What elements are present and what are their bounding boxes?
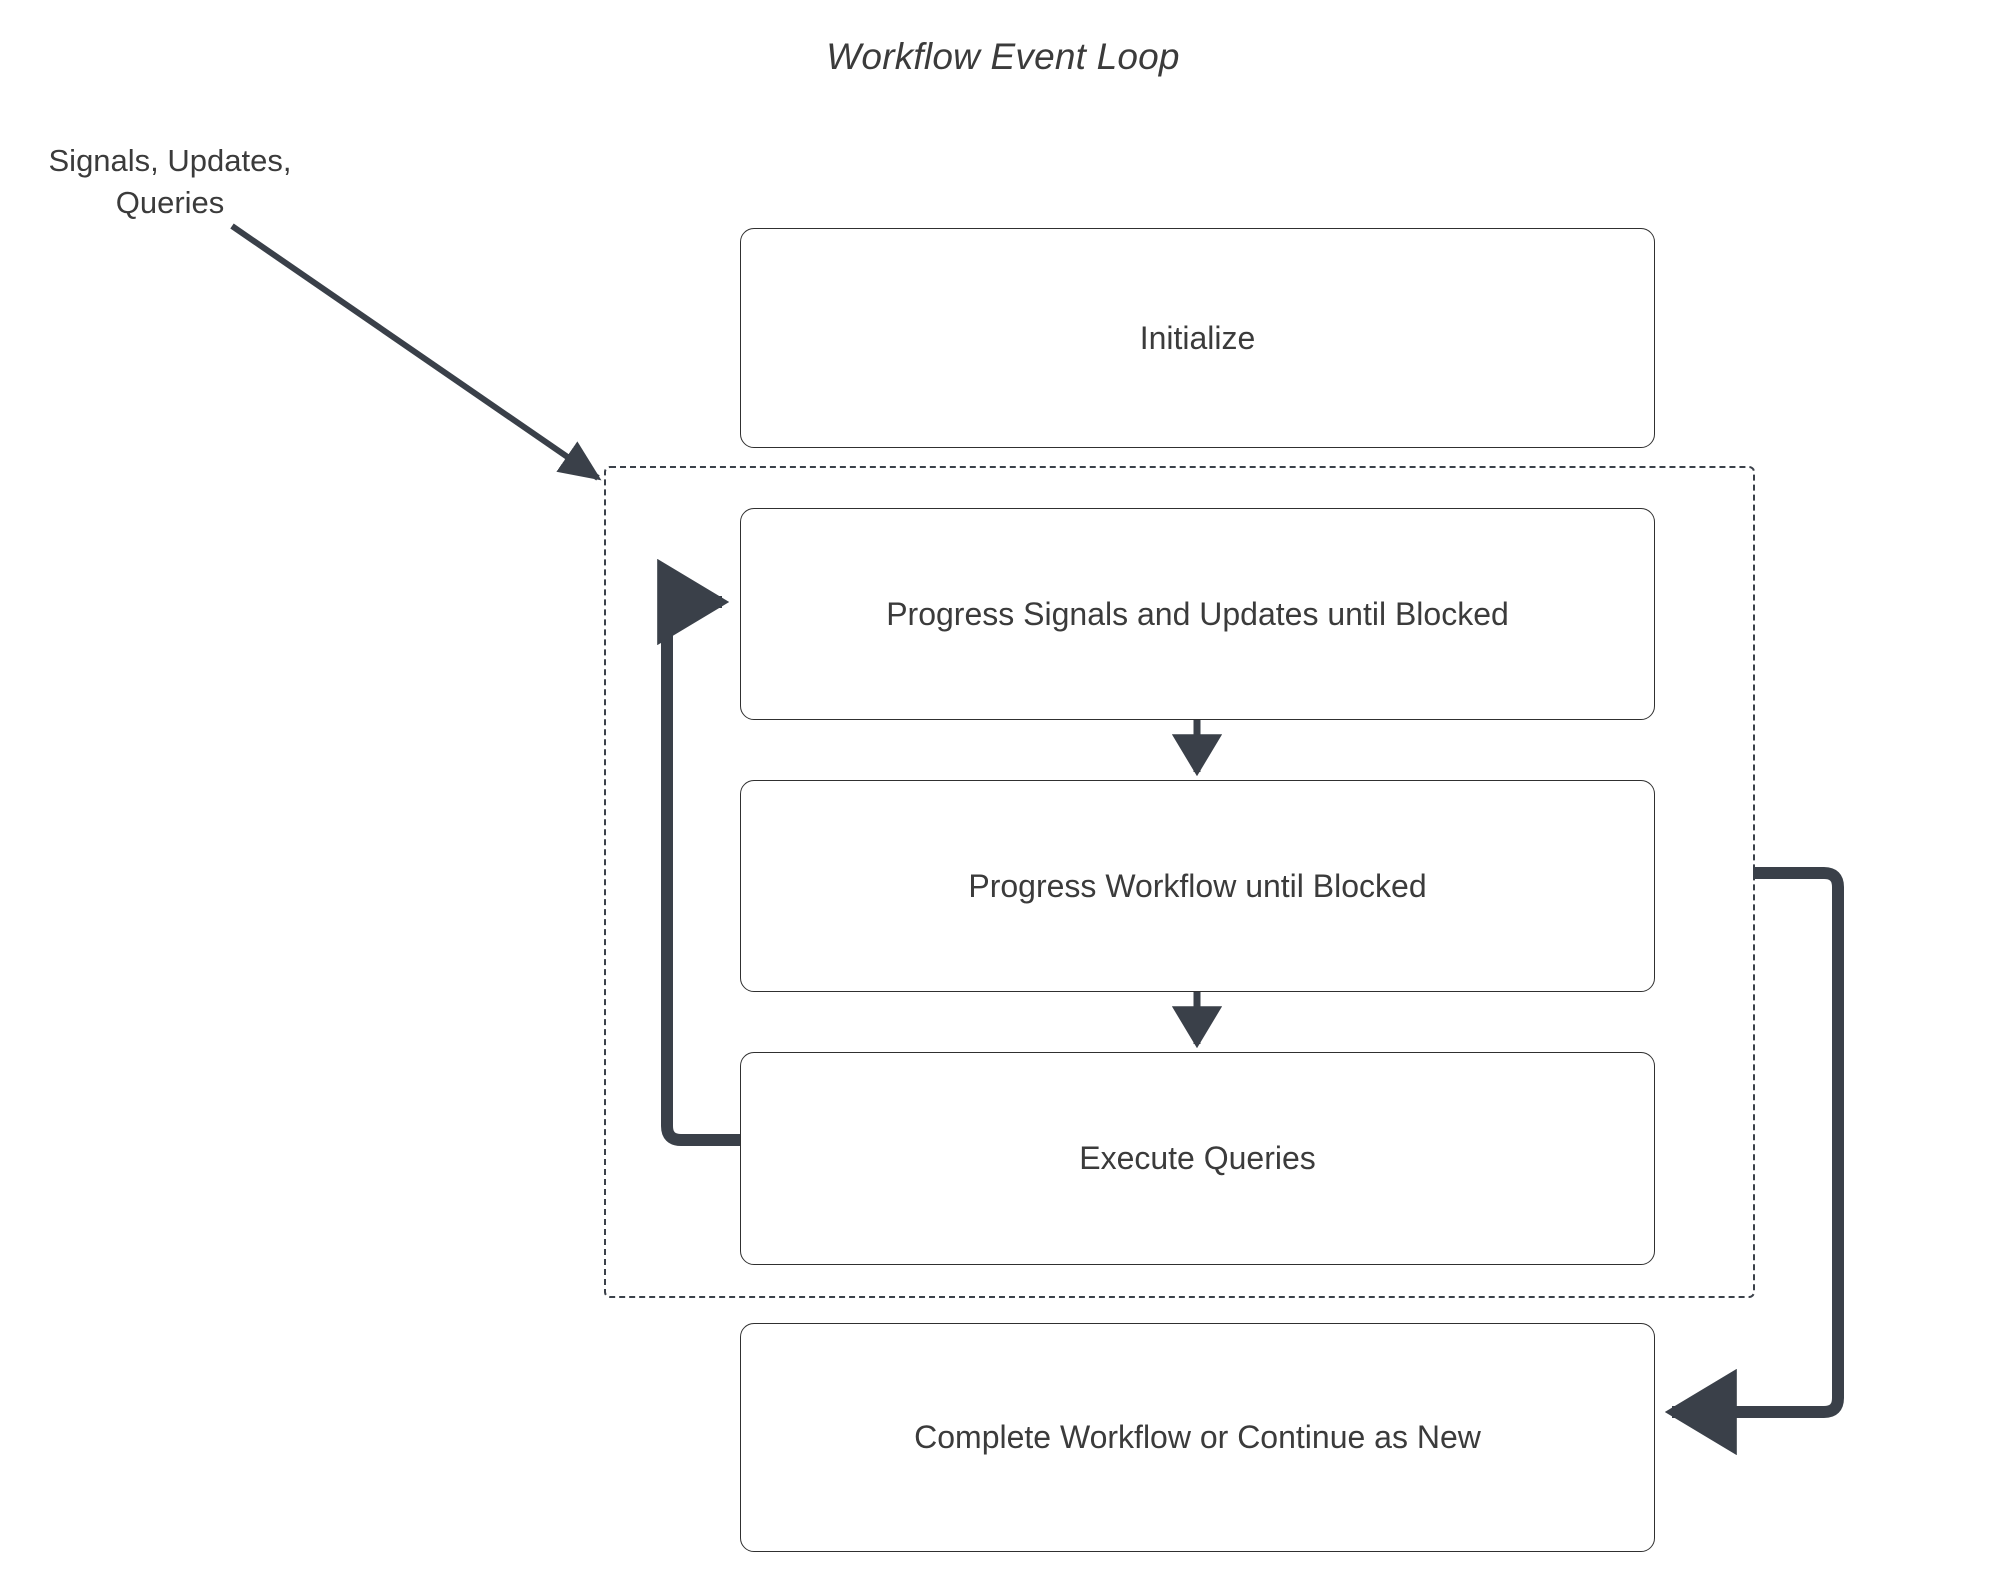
node-complete-workflow-label: Complete Workflow or Continue as New <box>914 1419 1481 1455</box>
node-progress-workflow-label: Progress Workflow until Blocked <box>968 867 1427 904</box>
node-initialize-label: Initialize <box>1139 319 1256 356</box>
node-complete-workflow[interactable]: Complete Workflow or Continue as New <box>740 1323 1655 1552</box>
page-title: Workflow Event Loop <box>826 36 1180 77</box>
incoming-edge-label: Signals, Updates, Queries <box>48 143 292 220</box>
edge-signals-to-loop <box>230 223 602 481</box>
node-execute-queries-label: Execute Queries <box>1079 1140 1316 1176</box>
node-progress-workflow[interactable]: Progress Workflow until Blocked <box>740 780 1655 992</box>
node-progress-signals-label: Progress Signals and Updates until Block… <box>886 595 1509 632</box>
node-execute-queries[interactable]: Execute Queries <box>740 1052 1655 1265</box>
node-progress-signals[interactable]: Progress Signals and Updates until Block… <box>740 508 1655 720</box>
node-initialize[interactable]: Initialize <box>740 228 1655 448</box>
